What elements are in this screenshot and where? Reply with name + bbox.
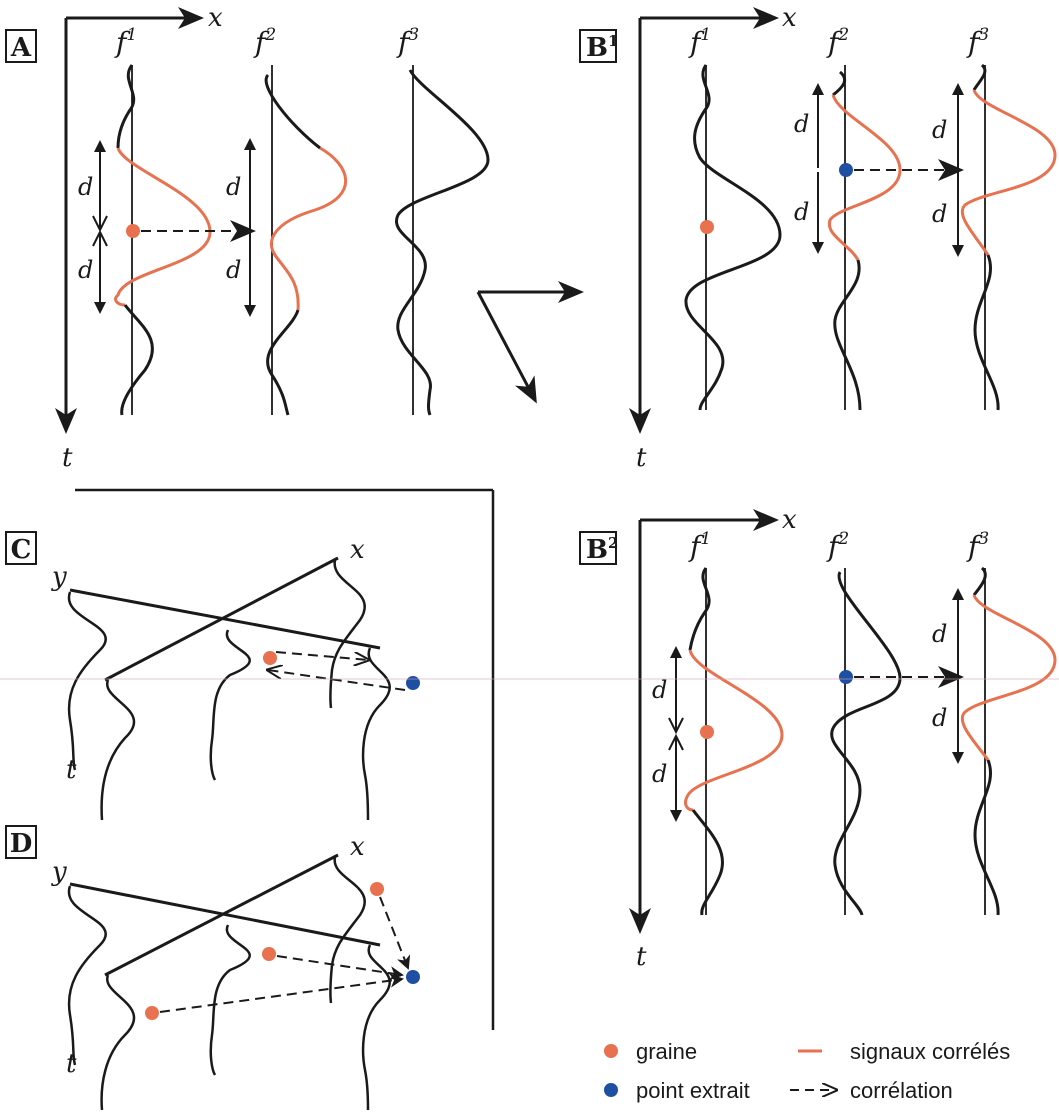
b2-t-axis-label: t bbox=[636, 942, 647, 972]
d-label-b1b: d bbox=[794, 198, 809, 226]
seed-dot-d1 bbox=[370, 882, 384, 896]
extracted-dot-b2 bbox=[839, 670, 853, 684]
trace-f1-wiggle bbox=[116, 64, 136, 149]
panel-a-box bbox=[5, 29, 37, 63]
x-axis-label: x bbox=[208, 3, 223, 33]
d-label-b2a: d bbox=[652, 676, 667, 704]
b1-x-axis-label: x bbox=[782, 3, 797, 33]
b2-f3-label: f3 bbox=[966, 529, 989, 563]
legend-extracted-label: point extrait bbox=[636, 1078, 750, 1103]
trace-f2-label: f2 bbox=[253, 25, 276, 59]
panel-c-box bbox=[5, 531, 37, 565]
d-x-label: x bbox=[350, 832, 365, 862]
d-label-b2d: d bbox=[932, 704, 947, 732]
seed-dot-d2 bbox=[262, 947, 276, 961]
c-x-label: x bbox=[350, 535, 365, 565]
panel-b1-label: B1 bbox=[586, 32, 618, 63]
legend-seed-marker bbox=[604, 1044, 618, 1058]
seed-dot-b1 bbox=[700, 220, 714, 234]
b2-f1-correlated bbox=[684, 649, 784, 812]
extracted-dot-d bbox=[406, 970, 420, 984]
d-label-b1c: d bbox=[932, 116, 947, 144]
trace-f1-correlated bbox=[114, 147, 212, 307]
b2-f3-correlated bbox=[960, 594, 1057, 761]
frame-lines bbox=[75, 488, 495, 1030]
d-label-b2c: d bbox=[932, 620, 947, 648]
b1-t-axis-label: t bbox=[636, 443, 647, 473]
extracted-dot-b1 bbox=[839, 163, 853, 177]
d-label-b1a: d bbox=[794, 110, 809, 138]
seed-dot-a bbox=[126, 224, 140, 238]
b1-f2-correlated bbox=[827, 94, 902, 261]
panel-b1: B1 x t f1 f2 f3 d d d d bbox=[579, 3, 1057, 473]
panel-b2: B2 x t f1 f2 f3 d d d d bbox=[579, 505, 1057, 972]
trace-f3-label: f3 bbox=[396, 25, 419, 59]
b2-f1-label: f1 bbox=[688, 529, 711, 563]
seed-dot-b2 bbox=[700, 725, 714, 739]
legend-correlated-label: signaux corrélés bbox=[850, 1039, 1010, 1064]
seed-dot-d3 bbox=[145, 1006, 159, 1020]
panel-d: D y x t bbox=[5, 825, 420, 1111]
d-label-a3: d bbox=[226, 173, 241, 201]
panel-d-box bbox=[5, 825, 37, 859]
d-label-a4: d bbox=[226, 256, 241, 284]
d-label-b2b: d bbox=[652, 760, 667, 788]
legend-correlation-label: corrélation bbox=[850, 1078, 953, 1103]
d-label-a2: d bbox=[78, 256, 93, 284]
panel-c: C y x t bbox=[5, 531, 420, 821]
seed-dot-c bbox=[263, 651, 277, 665]
t-axis-label: t bbox=[62, 443, 73, 473]
b2-f2-label: f2 bbox=[826, 529, 849, 563]
panel-b2-box bbox=[579, 531, 617, 565]
d-t-label: t bbox=[66, 1049, 77, 1079]
trace-f1-label: f1 bbox=[114, 25, 137, 59]
d-y-label: y bbox=[51, 857, 67, 887]
c-t-label: t bbox=[66, 755, 77, 785]
panel-c-label: C bbox=[11, 535, 32, 565]
c-y-label: y bbox=[51, 562, 67, 592]
legend: graine point extrait signaux corrélés co… bbox=[604, 1039, 1010, 1103]
trace-f2-correlated bbox=[269, 146, 348, 311]
d-label-a1: d bbox=[78, 173, 93, 201]
panel-b1-box bbox=[579, 29, 617, 63]
extracted-dot-c bbox=[406, 676, 420, 690]
b1-f1-label: f1 bbox=[688, 25, 711, 59]
legend-seed-label: graine bbox=[636, 1039, 697, 1064]
panel-b2-label: B2 bbox=[586, 534, 618, 565]
b1-f3-correlated bbox=[960, 89, 1057, 256]
panel-a: A x t f1 f2 f3 d d d d bbox=[5, 3, 490, 473]
panel-d-label: D bbox=[10, 829, 33, 859]
b1-f2-label: f2 bbox=[826, 25, 849, 59]
legend-extracted-marker bbox=[604, 1083, 618, 1097]
d-label-b1d: d bbox=[932, 200, 947, 228]
b1-f3-label: f3 bbox=[966, 25, 989, 59]
transition-arrows bbox=[476, 281, 584, 404]
b2-x-axis-label: x bbox=[782, 505, 797, 535]
panel-a-label: A bbox=[10, 33, 32, 63]
